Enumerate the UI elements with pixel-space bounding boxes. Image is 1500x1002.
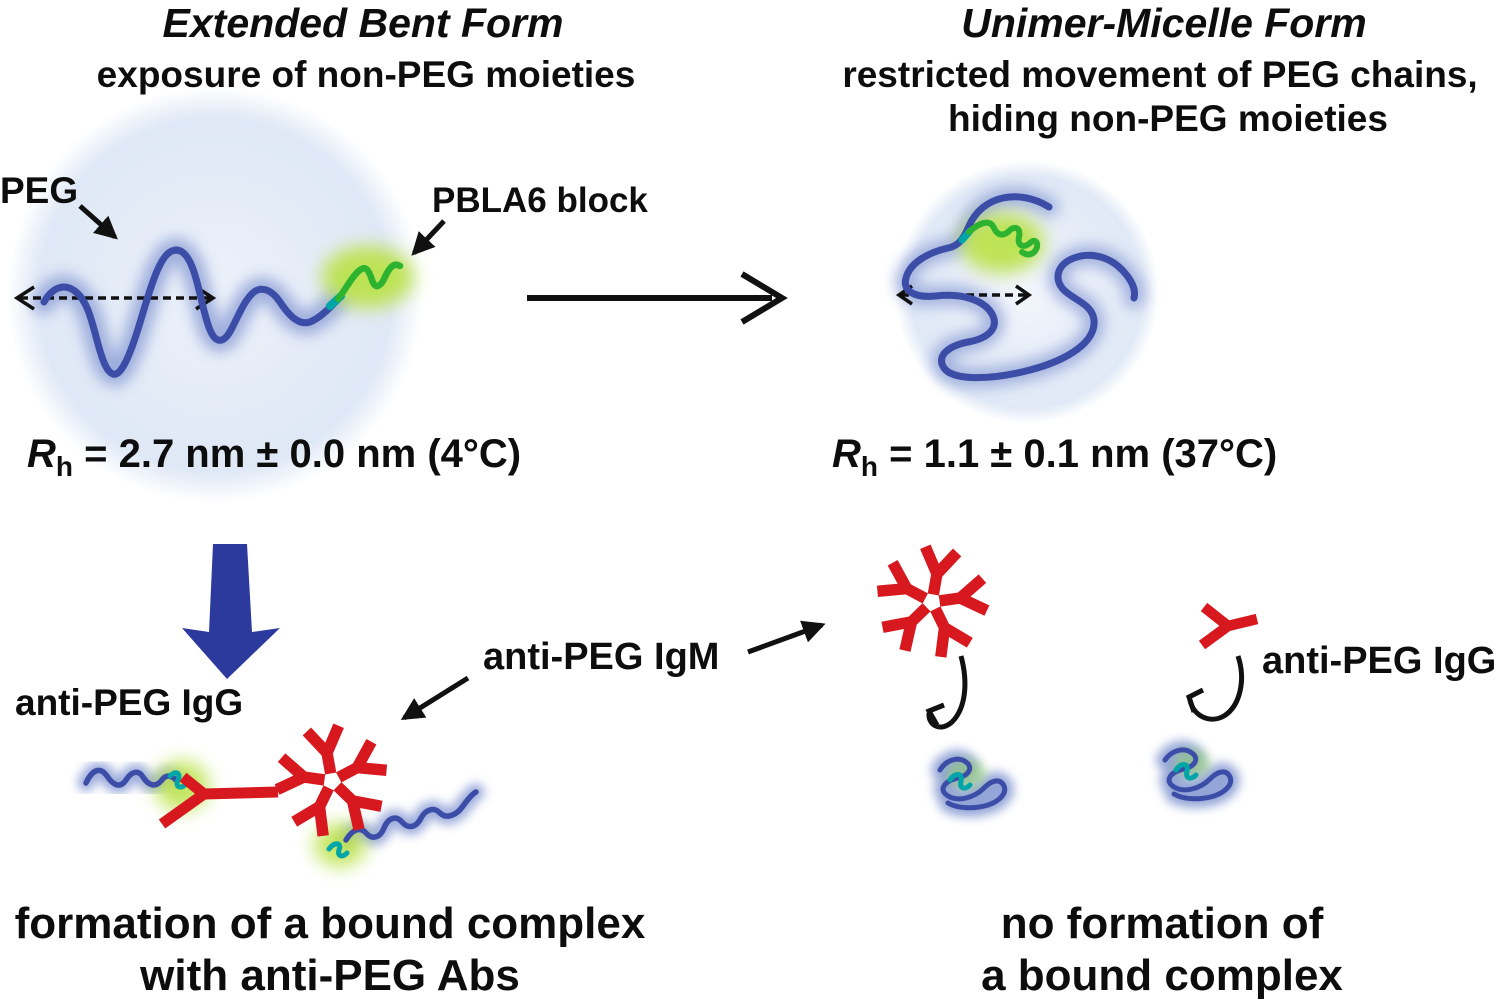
igg-antibody <box>158 772 279 829</box>
free-igm-antibody-star <box>876 544 990 658</box>
right-caption: no formation of a bound complex <box>981 898 1343 1002</box>
rebound-arrow-igg <box>1185 655 1244 722</box>
free-igg-antibody <box>1198 602 1259 650</box>
rh-right: Rh = 1.1 ± 0.1 nm (37°C) <box>832 432 1278 481</box>
peg-chain-coiled <box>895 186 1145 388</box>
right-caption-line1: no formation of <box>1000 899 1324 948</box>
left-caption: formation of a bound complex with anti-P… <box>15 898 646 1002</box>
peg-chain-extended <box>13 238 414 387</box>
right-subtitle-line1: restricted movement of PEG chains, <box>842 54 1478 95</box>
pbla-block-segment <box>966 219 1041 258</box>
left-caption-line1: formation of a bound complex <box>14 899 646 948</box>
pbla-block-glow <box>960 213 1044 273</box>
right-title: Unimer-Micelle Form <box>961 0 1367 46</box>
anti-peg-igm-label: anti-PEG IgM <box>483 636 720 678</box>
peg-pointer-arrow <box>78 204 118 240</box>
igm-pointer-arrow-right <box>747 620 826 655</box>
left-title: Extended Bent Form <box>162 0 564 46</box>
anti-peg-igg-label-right: anti-PEG IgG <box>1262 640 1497 682</box>
left-subtitle: exposure of non-PEG moieties <box>96 54 636 95</box>
extended-form-circle <box>7 87 423 503</box>
rh-subscript: h <box>860 451 878 482</box>
rh-value: = 2.7 nm ± 0.0 nm (4°C) <box>73 432 522 476</box>
down-arrow <box>182 544 280 679</box>
peg-label: PEG <box>0 170 79 211</box>
rh-symbol: R <box>832 432 861 476</box>
rh-left: Rh = 2.7 nm ± 0.0 nm (4°C) <box>27 432 522 481</box>
rebound-arrow-igm <box>925 655 968 730</box>
left-caption-line2: with anti-PEG Abs <box>140 951 520 1000</box>
right-caption-line2: a bound complex <box>981 951 1343 1000</box>
micelle-blob-1 <box>931 750 1014 817</box>
bound-igg-complex <box>77 761 279 829</box>
anti-peg-igg-label-left: anti-PEG IgG <box>15 682 244 723</box>
rh-value: = 1.1 ± 0.1 nm (37°C) <box>878 432 1278 476</box>
pbla-pointer-arrow <box>411 219 446 256</box>
bound-igm-complex <box>274 723 485 867</box>
transition-arrow <box>527 271 788 325</box>
pbla-block-segment <box>334 261 404 303</box>
rh-subscript: h <box>55 451 73 482</box>
rh-symbol: R <box>27 432 56 476</box>
micelle-blob-2 <box>1156 740 1240 808</box>
igm-antibody-star <box>274 723 388 837</box>
igm-pointer-arrow-left <box>400 675 470 721</box>
pbla-label: PBLA6 block <box>432 181 648 220</box>
right-subtitle-line2: hiding non-PEG moieties <box>948 98 1388 139</box>
